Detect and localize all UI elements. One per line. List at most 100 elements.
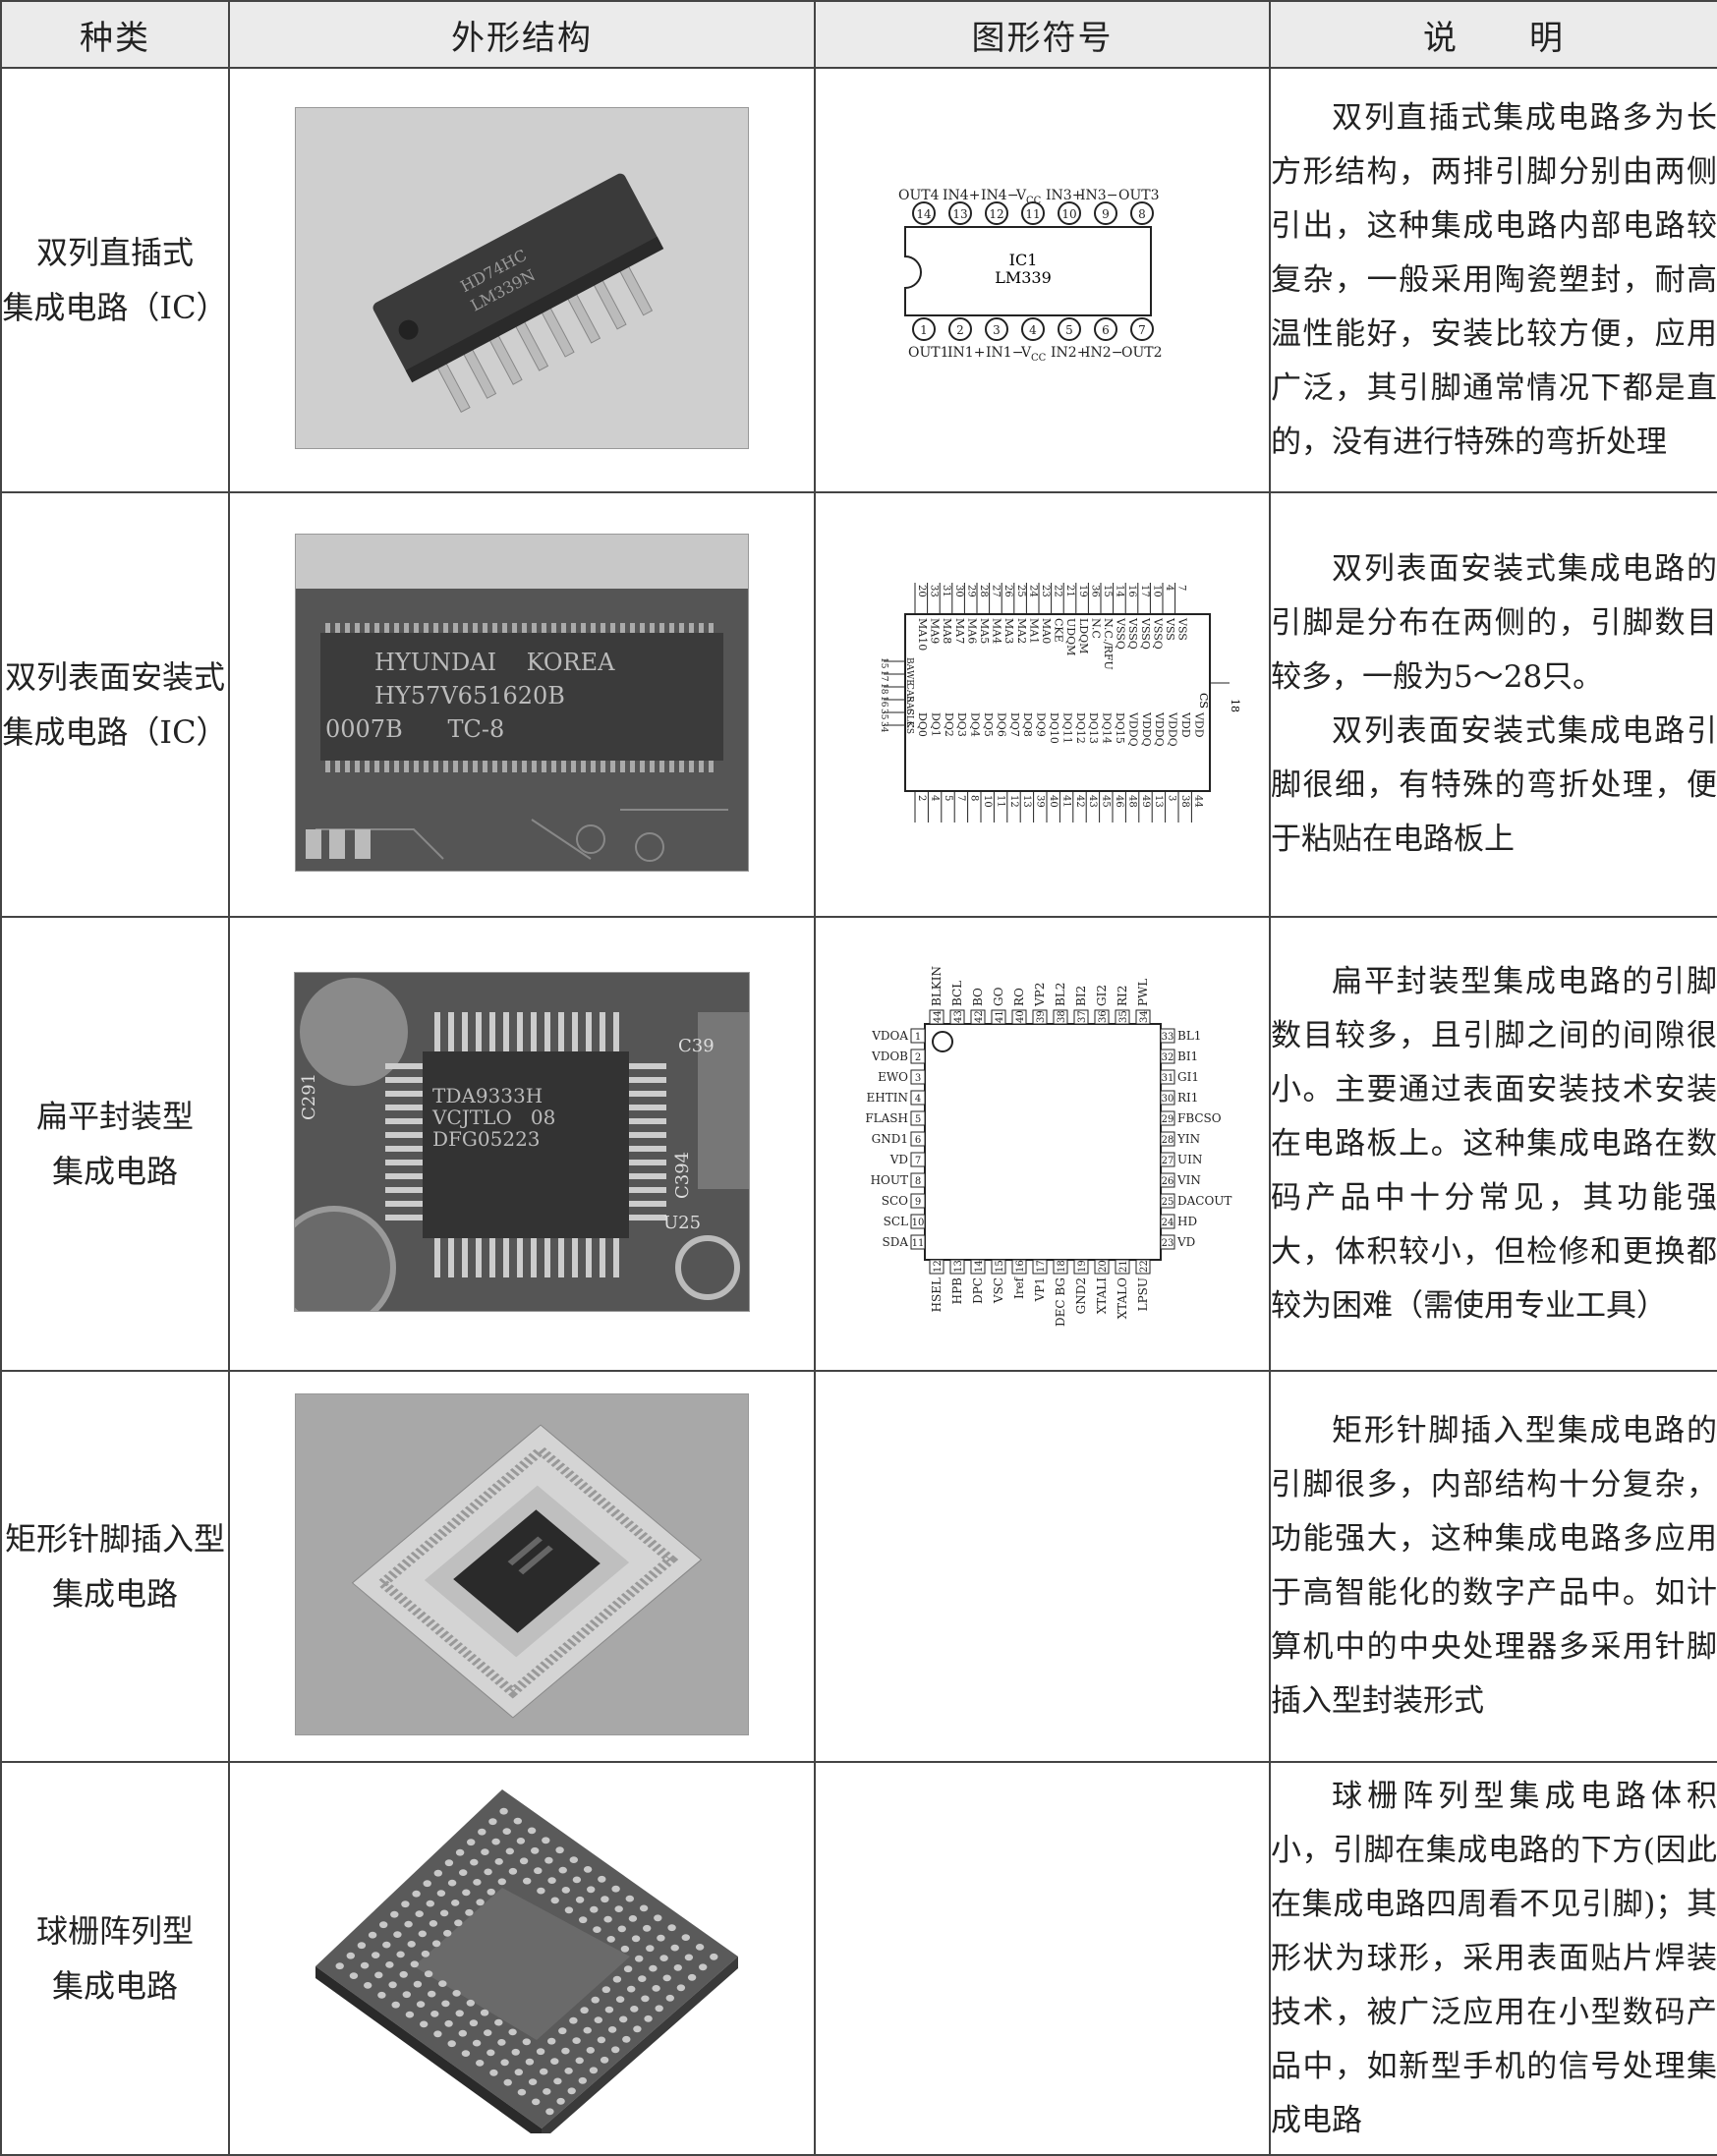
solder-ball (447, 1879, 457, 1887)
solder-ball (589, 2067, 599, 2074)
pin-number: 29 (1161, 1114, 1173, 1125)
lead (600, 1012, 605, 1053)
solder-ball (572, 1876, 582, 1884)
solder-ball (421, 1950, 430, 1957)
solder-ball (374, 1971, 383, 1979)
svg-text:10: 10 (1061, 207, 1076, 221)
dip-pin: 8 (1129, 201, 1154, 225)
lead (640, 623, 645, 635)
bga-chip-photo (296, 1780, 748, 2141)
lead (627, 1077, 666, 1083)
lead (448, 1012, 454, 1053)
lead (404, 759, 409, 772)
pin-name: VIN (1176, 1173, 1201, 1187)
lead (600, 1236, 605, 1277)
solder-ball (500, 2059, 509, 2067)
pin-box (1032, 1259, 1047, 1275)
solder-ball (553, 2077, 562, 2085)
pin-box (1160, 1069, 1174, 1085)
type-cell: 矩形针脚插入型 集成电路 (0, 1370, 230, 1763)
pin-number: 9 (914, 1197, 920, 1208)
lead (699, 623, 704, 635)
solder-ball (646, 1945, 655, 1953)
solder-ball (494, 1858, 503, 1865)
pin-name: VDDQ (1126, 711, 1139, 747)
pin-number: 8 (914, 1176, 920, 1187)
solder-ball (467, 1839, 476, 1846)
solder-ball (625, 1895, 634, 1902)
solder-ball (611, 2046, 620, 2054)
solder-ball (377, 1991, 386, 1999)
pin-number: 16 (1126, 585, 1137, 597)
pin-number: 42 (974, 1010, 985, 1023)
desc-cell: 双列直插式集成电路多为长方形结构，两排引脚分别由两侧引出，这种集成电路内部电路较… (1269, 67, 1717, 493)
pin-box (1160, 1110, 1174, 1126)
lead (325, 759, 330, 772)
pin-name: CS (904, 721, 914, 734)
photo-cell (228, 1370, 816, 1763)
svg-text:12: 12 (989, 207, 1003, 221)
pin-number: 33 (1161, 1032, 1173, 1043)
solder-ball (382, 1941, 391, 1949)
solder-ball (439, 1909, 449, 1917)
qfp-chip-photo: TDA9333H VCJTLO 08 DFG05223 C291 C39 C39… (272, 972, 750, 1330)
solder-ball (587, 1886, 596, 1894)
lead (385, 1091, 425, 1097)
pin-box (1053, 1009, 1067, 1025)
lead (365, 759, 370, 772)
solder-ball (643, 1924, 652, 1932)
solder-ball (433, 2030, 442, 2038)
solder-ball (502, 1828, 511, 1835)
solder-ball (459, 1869, 468, 1876)
pin-number: 12 (933, 1260, 944, 1273)
solder-ball (547, 1877, 556, 1884)
pin-number: 20 (916, 585, 927, 597)
lead (385, 1173, 425, 1179)
pin-name: BL2 (1054, 983, 1067, 1006)
solder-ball (623, 1965, 633, 1973)
svg-text:8: 8 (1138, 207, 1146, 221)
solder-ball (550, 2058, 559, 2065)
pin-number: 5 (914, 1114, 920, 1125)
type-line: 集成电路 (51, 1153, 178, 1190)
pin-box (1073, 1009, 1088, 1025)
solder-ball (505, 1847, 514, 1855)
lead (613, 1236, 619, 1277)
lead (542, 759, 546, 772)
solder-ball (428, 1990, 436, 1998)
solder-ball (522, 2038, 531, 2046)
type-cell: 扁平封装型 集成电路 (0, 916, 230, 1372)
lead (473, 623, 478, 635)
pin-name: Iref (1012, 1276, 1026, 1299)
lead (448, 1236, 454, 1277)
solder-ball (438, 1980, 447, 1987)
pin-name: SCL (883, 1215, 907, 1228)
pin-number: 38 (1057, 1010, 1067, 1023)
lead (394, 759, 399, 772)
solder-ball (597, 2036, 606, 2044)
solder-ball (631, 1935, 641, 1943)
pin-number: 25 (1014, 585, 1025, 597)
type-line: 矩形针脚插入型 (4, 1520, 225, 1558)
dip-pin: 5 (1057, 317, 1081, 341)
lead (689, 623, 694, 635)
solder-ball (578, 2076, 587, 2084)
header-desc: 说 明 (1269, 0, 1717, 69)
lead (627, 1173, 666, 1179)
svg-text:14: 14 (916, 207, 932, 221)
solder-ball (489, 2069, 498, 2076)
solder-ball (466, 1999, 475, 2007)
pin-name: YIN (1176, 1132, 1200, 1146)
solder-ball (451, 1900, 460, 1906)
pin-number: 28 (978, 585, 989, 597)
pin-name: BLKIN (930, 966, 944, 1006)
solder-ball (710, 1953, 718, 1960)
pin-name: VSSQ (1151, 617, 1164, 650)
pin-number: 16 (1015, 1260, 1026, 1273)
solder-ball (590, 1905, 599, 1913)
solder-ball (561, 1887, 570, 1894)
pin-name: LPSU (1136, 1277, 1150, 1311)
solder-ball (346, 1952, 355, 1959)
lead (512, 623, 517, 635)
pin-number: 10 (1151, 585, 1162, 597)
